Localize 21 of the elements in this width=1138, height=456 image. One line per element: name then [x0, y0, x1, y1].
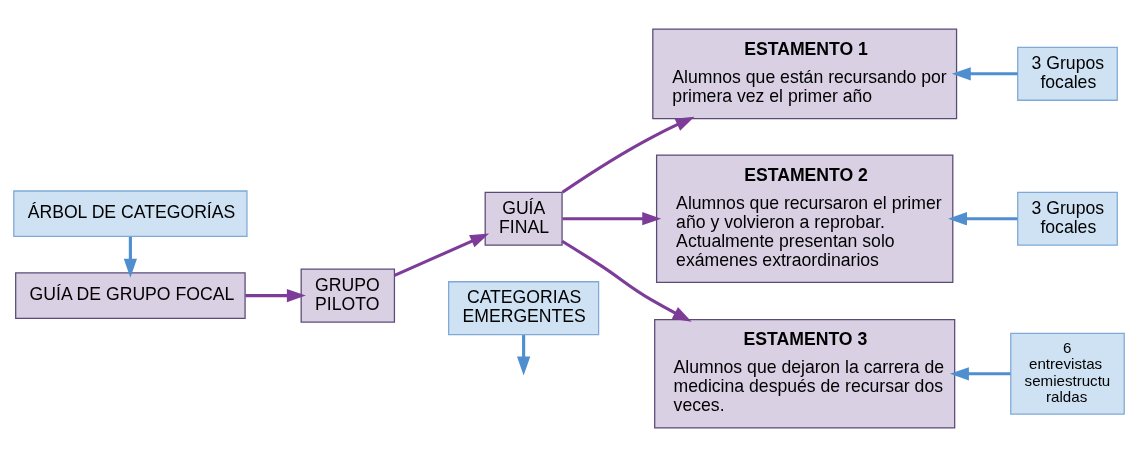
- node-box: GUÍA FINAL: [484, 191, 563, 246]
- node-box: ESTAMENTO 2 Alumnos que recursaron el primer año y volvieron a reprobar. Actualmente presentan solo exámenes extraordinarios: [655, 153, 954, 283]
- arrow: [948, 211, 1018, 225]
- node-box: 3 Grupos focales: [1017, 191, 1118, 246]
- arrow: [949, 366, 1011, 380]
- arrow: [517, 334, 531, 375]
- arrow: [561, 239, 692, 322]
- node-box: GUÍA DE GRUPO FOCAL: [15, 271, 246, 319]
- node-box: 3 Grupos focales: [1017, 46, 1118, 101]
- arrow: [562, 211, 662, 225]
- node-box: ESTAMENTO 3 Alumnos que dejaron la carrera de medicina después de recursar dos veces.: [654, 318, 956, 429]
- node-box: ESTAMENTO 1 Alumnos que están recursando por primera vez el primer año: [652, 27, 958, 119]
- node-box: 6 entrevistas semiestructuraldas: [1010, 332, 1125, 415]
- node-box: GRUPO PILOTO: [300, 268, 396, 323]
- arrow: [951, 66, 1018, 80]
- arrow: [393, 233, 490, 277]
- arrow: [123, 236, 137, 278]
- arrow: [245, 288, 306, 302]
- arrow: [561, 116, 695, 193]
- node-box: ÁRBOL DE CATEGORÍAS: [13, 189, 248, 237]
- node-box: CATEGORIAS EMERGENTES: [448, 280, 600, 335]
